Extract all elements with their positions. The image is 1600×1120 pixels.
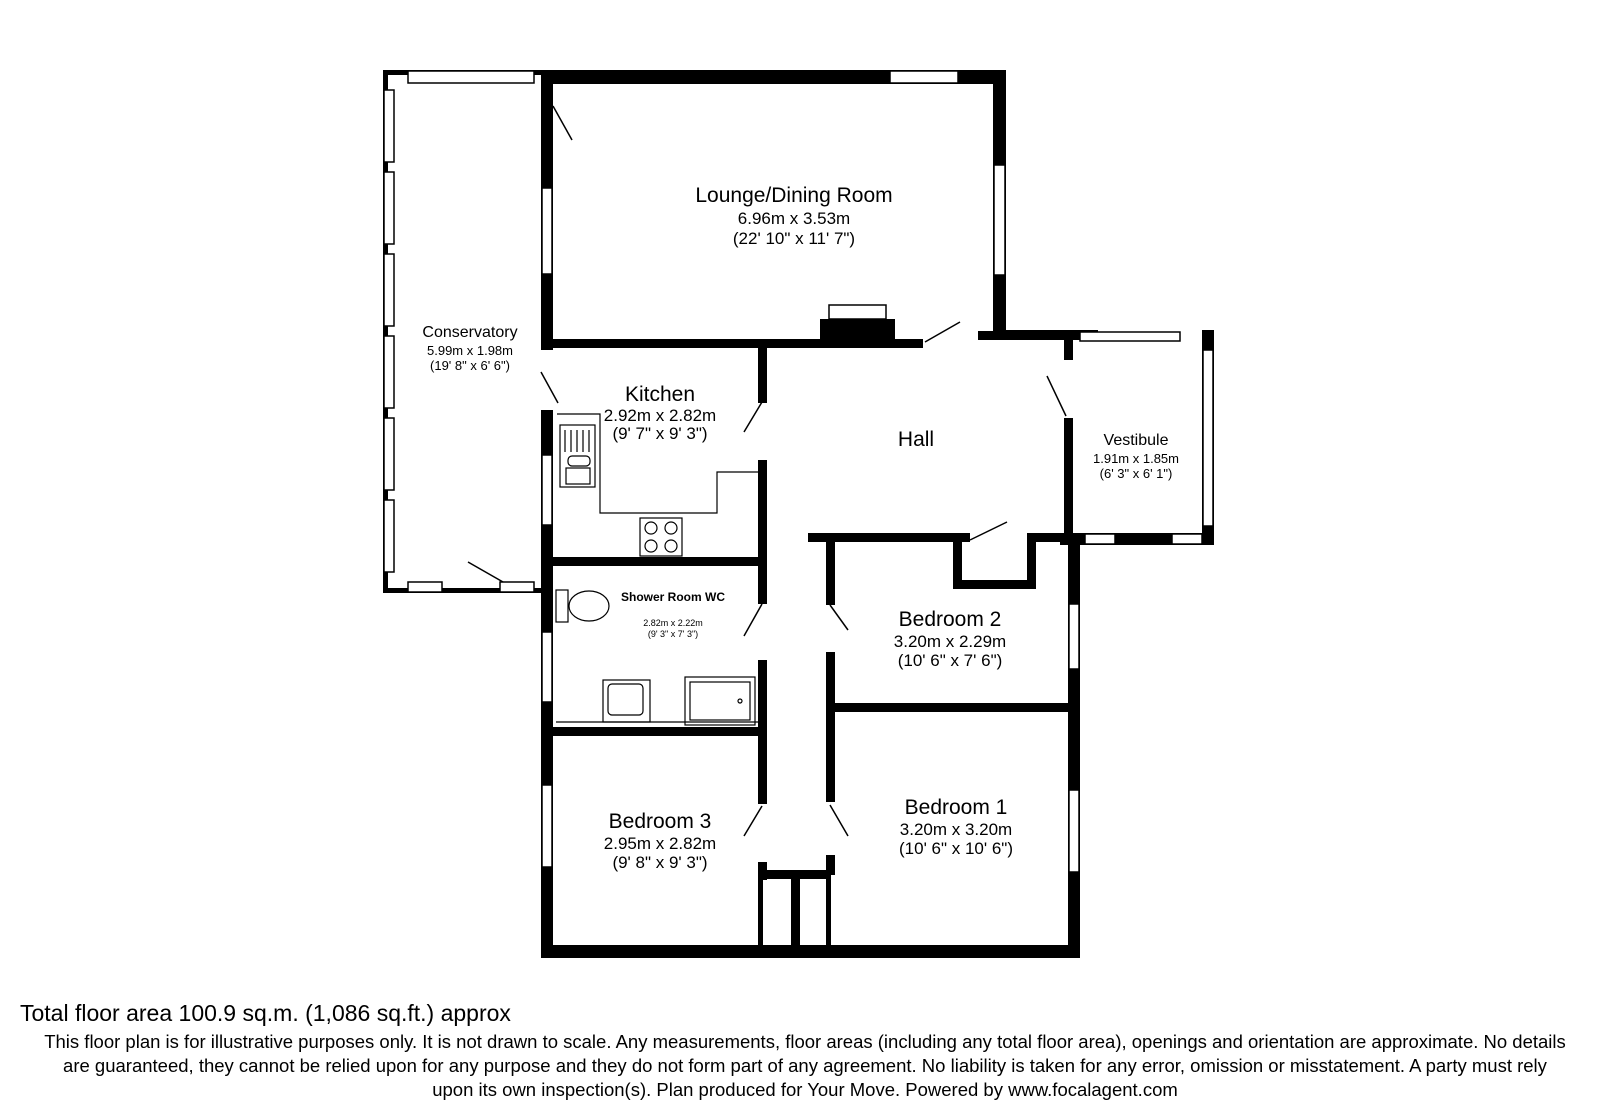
room-label-bedroom-1: Bedroom 1 3.20m x 3.20m (10' 6" x 10' 6"…: [899, 796, 1013, 858]
room-name: Conservatory: [422, 324, 518, 341]
floor-plan: [383, 70, 1214, 958]
room-metric: 2.95m x 2.82m: [603, 833, 717, 853]
room-name: Lounge/Dining Room: [695, 184, 893, 207]
room-imperial: (9' 7" x 9' 3"): [612, 424, 708, 444]
room-name: Bedroom 2: [898, 608, 1002, 631]
room-label-kitchen: Kitchen 2.92m x 2.82m (9' 7" x 9' 3"): [603, 383, 717, 444]
room-name: Bedroom 1: [904, 796, 1008, 819]
room-label-conservatory: Conservatory 5.99m x 1.98m (19' 8" x 6' …: [422, 324, 517, 374]
room-name: Vestibule: [1103, 432, 1169, 449]
room-imperial: (9' 3" x 7' 3"): [647, 628, 699, 639]
room-label-lounge: Lounge/Dining Room 6.96m x 3.53m (22' 10…: [695, 184, 892, 249]
room-name: Shower Room WC: [621, 590, 725, 604]
room-metric: 3.20m x 2.29m: [893, 631, 1007, 651]
room-imperial: (10' 6" x 7' 6"): [897, 650, 1003, 670]
room-imperial: (19' 8" x 6' 6"): [430, 358, 510, 374]
room-metric: 2.92m x 2.82m: [603, 405, 717, 425]
disclaimer-text: This floor plan is for illustrative purp…: [44, 1031, 1566, 1101]
room-name: Hall: [897, 428, 935, 451]
fixtures: [555, 413, 758, 726]
total-floor-area: Total floor area 100.9 sq.m. (1,086 sq.f…: [20, 1000, 511, 1026]
doors: [467, 105, 1161, 837]
room-imperial: (10' 6" x 10' 6"): [898, 838, 1014, 858]
room-name: Bedroom 3: [608, 810, 712, 833]
room-metric: 2.82m x 2.22m: [643, 618, 703, 629]
room-metric: 1.91m x 1.85m: [1093, 450, 1179, 466]
room-imperial: (9' 8" x 9' 3"): [612, 852, 708, 872]
room-label-vestibule: Vestibule 1.91m x 1.85m (6' 3" x 6' 1"): [1093, 432, 1179, 482]
room-metric: 6.96m x 3.53m: [737, 208, 851, 228]
room-label-bedroom-2: Bedroom 2 3.20m x 2.29m (10' 6" x 7' 6"): [894, 608, 1006, 670]
room-metric: 5.99m x 1.98m: [427, 342, 513, 358]
interior-walls: [553, 304, 1080, 950]
room-label-bedroom-3: Bedroom 3 2.95m x 2.82m (9' 8" x 9' 3"): [604, 810, 716, 872]
room-label-shower-room: Shower Room WC 2.82m x 2.22m (9' 3" x 7'…: [621, 590, 725, 639]
room-imperial: (22' 10" x 11' 7"): [732, 228, 856, 248]
room-label-hall: Hall: [898, 428, 934, 453]
windows: [383, 70, 1214, 873]
room-imperial: (6' 3" x 6' 1"): [1099, 466, 1173, 482]
room-metric: 3.20m x 3.20m: [899, 819, 1013, 839]
room-name: Kitchen: [624, 383, 696, 406]
